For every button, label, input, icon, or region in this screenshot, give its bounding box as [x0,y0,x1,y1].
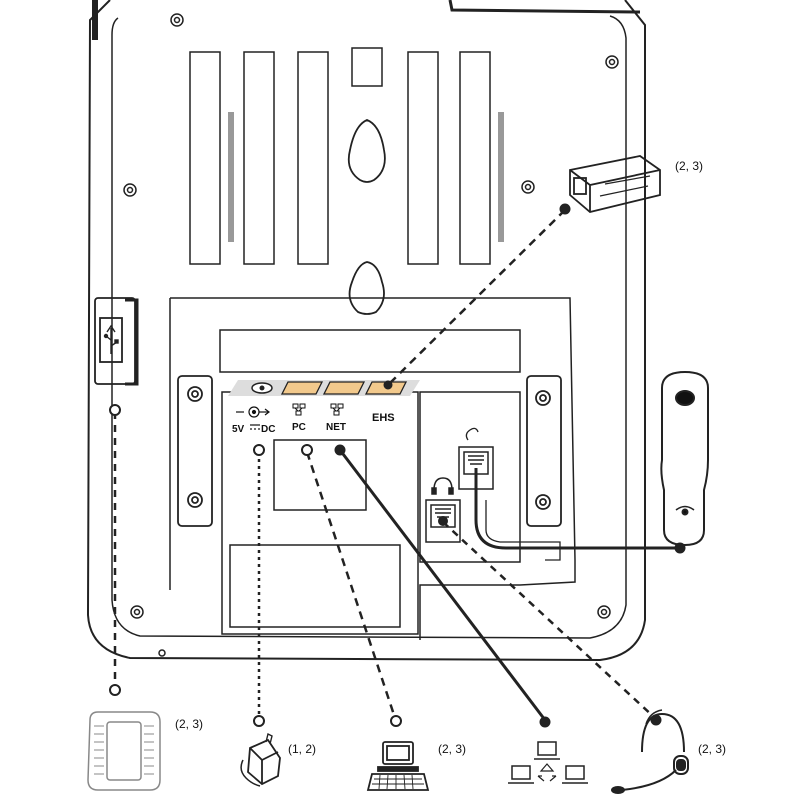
port-labels: 5V DC PC NET EHS [232,403,395,435]
power-adapter-icon [240,732,281,787]
dc-symbol-icon [250,424,260,430]
headset-jack-icon [433,477,453,491]
headset-line [442,521,656,719]
annotation-pc: (2, 3) [438,742,466,756]
port-label-net: NET [326,422,346,433]
net-line [338,449,547,721]
network-icon [508,741,588,784]
port-label-pc: PC [292,422,306,433]
phone-body [86,0,646,662]
vent-slots [189,47,491,265]
pc-icon [366,741,430,791]
pc-port-icon [292,403,306,416]
connection-lines [113,209,680,721]
expansion-module-icon [87,711,161,791]
headset-jack [425,477,461,543]
annotation-power-adapter: (1, 2) [288,742,316,756]
pc-line [305,451,397,719]
port-label-dc: DC [261,424,275,435]
mounting-feet [177,375,562,527]
port-label-ehs: EHS [372,412,395,424]
screw-holes [123,13,619,657]
handset-cord [474,468,680,550]
handset-jack-icon [465,427,479,441]
vent-grips [228,112,504,242]
rear-panel [169,297,576,640]
power-jack-icon [236,406,270,418]
connection-endpoints [109,203,686,728]
net-socket [322,381,366,395]
port-label-power: 5V [232,424,245,435]
annotation-expansion-module: (2, 3) [175,717,203,731]
annotation-ehs-adapter: (2, 3) [675,159,703,173]
annotation-headset: (2, 3) [698,742,726,756]
net-port-icon [330,403,344,416]
pc-socket [280,381,324,395]
ehs-adapter-icon [569,155,661,213]
handset-icon [660,370,709,547]
usb-icon [103,324,119,354]
port-strip [228,380,420,396]
headset-icon [611,709,689,794]
keyhole-mounts [347,119,386,315]
usb-port [94,297,139,386]
